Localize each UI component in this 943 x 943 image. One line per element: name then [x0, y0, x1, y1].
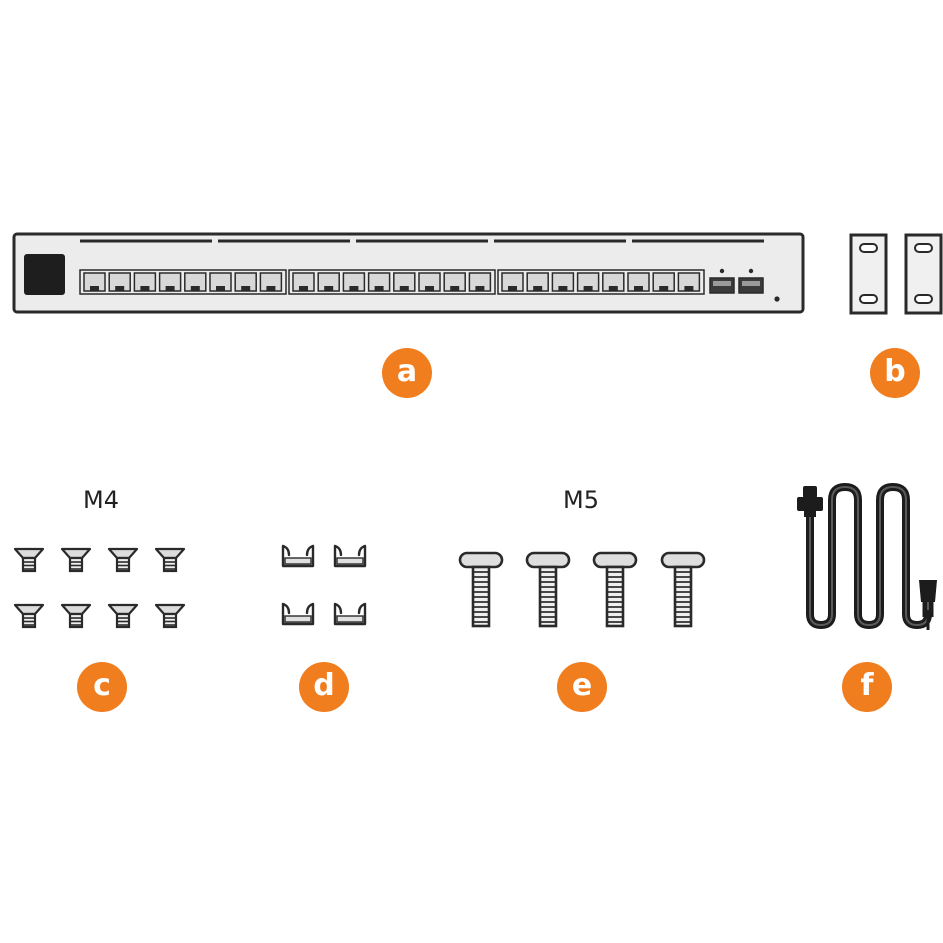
m5-screw-head: [592, 551, 638, 569]
rj45-port-latch: [115, 286, 125, 291]
rj45-port-latch: [508, 286, 517, 291]
sfp-status-led: [719, 268, 725, 274]
m4-screw-head: [13, 547, 45, 560]
m5-size-label: M5: [563, 486, 599, 514]
cable-clip-body: [333, 602, 367, 626]
m4-screw-set: [13, 547, 186, 629]
rj45-port-latch: [659, 286, 669, 291]
rack-mount-ears: [849, 233, 943, 315]
m4-size-label: M4: [83, 486, 119, 514]
m4-screw-head: [154, 547, 186, 560]
cable-clip: [281, 544, 315, 568]
rack-ear-hole: [914, 243, 933, 253]
m4-screw: [107, 547, 139, 573]
cable-clip-set: [281, 544, 367, 626]
rj45-port-latch: [324, 286, 334, 291]
cable-clip-base: [336, 615, 364, 623]
rack-ear-hole: [859, 294, 878, 304]
cable-clip: [333, 602, 367, 626]
m4-screw-head: [154, 603, 186, 616]
rj45-port-latch: [684, 286, 694, 291]
item-b-badge: b: [870, 348, 920, 398]
iec-connector: [797, 497, 823, 511]
iec-connector-tip: [803, 486, 817, 498]
power-cable-highlight: [809, 486, 929, 626]
m5-screw: [525, 551, 571, 628]
rj45-port-latch: [349, 286, 359, 291]
switch-display: [24, 254, 65, 295]
rj45-port-latch: [583, 286, 593, 291]
rj45-port-latch: [450, 286, 460, 291]
item-d-badge: d: [299, 662, 349, 712]
power-cable: [806, 483, 932, 629]
sfp-status-led: [748, 268, 754, 274]
m4-screw-head: [107, 603, 139, 616]
rack-ear-hole: [914, 294, 933, 304]
m4-screw-head: [13, 603, 45, 616]
rj45-port-latch: [241, 286, 251, 291]
item-f-badge: f: [842, 662, 892, 712]
rack-ear-hole: [859, 243, 878, 253]
rj45-port-latch: [425, 286, 434, 291]
cable-clip-base: [336, 557, 364, 565]
rj45-port-latch: [266, 286, 276, 291]
cable-clip: [333, 544, 367, 568]
m4-screw: [60, 547, 92, 573]
rj45-port-latch: [165, 286, 175, 291]
cable-clip-body: [281, 602, 315, 626]
rj45-port-latch: [558, 286, 568, 291]
rj45-port-latch: [216, 286, 225, 291]
m5-screw: [660, 551, 706, 628]
m5-screw-head: [525, 551, 571, 569]
item-a-badge: a: [382, 348, 432, 398]
sfp-port-slot: [713, 281, 731, 286]
m4-screw: [107, 603, 139, 629]
m4-screw-head: [60, 603, 92, 616]
m4-screw: [13, 603, 45, 629]
rj45-port-latch: [475, 286, 485, 291]
m5-screw: [458, 551, 504, 628]
rj45-port-group: [497, 269, 705, 295]
rj45-port-latch: [374, 286, 384, 291]
m4-screw: [60, 603, 92, 629]
item-c-badge: c: [77, 662, 127, 712]
rj45-port-latch: [608, 286, 618, 291]
m4-screw: [154, 547, 186, 573]
m4-screw: [13, 547, 45, 573]
sfp-port-slot: [742, 281, 760, 286]
m5-screw-head: [660, 551, 706, 569]
cable-clip-body: [281, 544, 315, 568]
rj45-port-group: [79, 269, 287, 295]
rj45-port-latch: [399, 286, 409, 291]
rj45-port-latch: [299, 286, 308, 291]
cable-clip: [281, 602, 315, 626]
iec-strain-relief: [804, 511, 816, 517]
rj45-port-latch: [533, 286, 543, 291]
reset-button: [774, 296, 780, 302]
m4-screw-head: [60, 547, 92, 560]
cable-clip-base: [284, 615, 312, 623]
power-cord: [797, 483, 937, 630]
item-e-badge: e: [557, 662, 607, 712]
rj45-port-latch: [634, 286, 643, 291]
rj45-port-latch: [190, 286, 200, 291]
cable-clip-body: [333, 544, 367, 568]
m4-screw: [154, 603, 186, 629]
cable-clip-base: [284, 557, 312, 565]
rj45-port-group: [288, 269, 496, 295]
m4-screw-head: [107, 547, 139, 560]
m5-screw: [592, 551, 638, 628]
rj45-port-latch: [140, 286, 150, 291]
m5-screw-head: [458, 551, 504, 569]
plug-body: [919, 580, 937, 602]
rj45-port-latch: [90, 286, 99, 291]
network-switch: [12, 232, 805, 314]
m5-screw-set: [458, 551, 706, 628]
